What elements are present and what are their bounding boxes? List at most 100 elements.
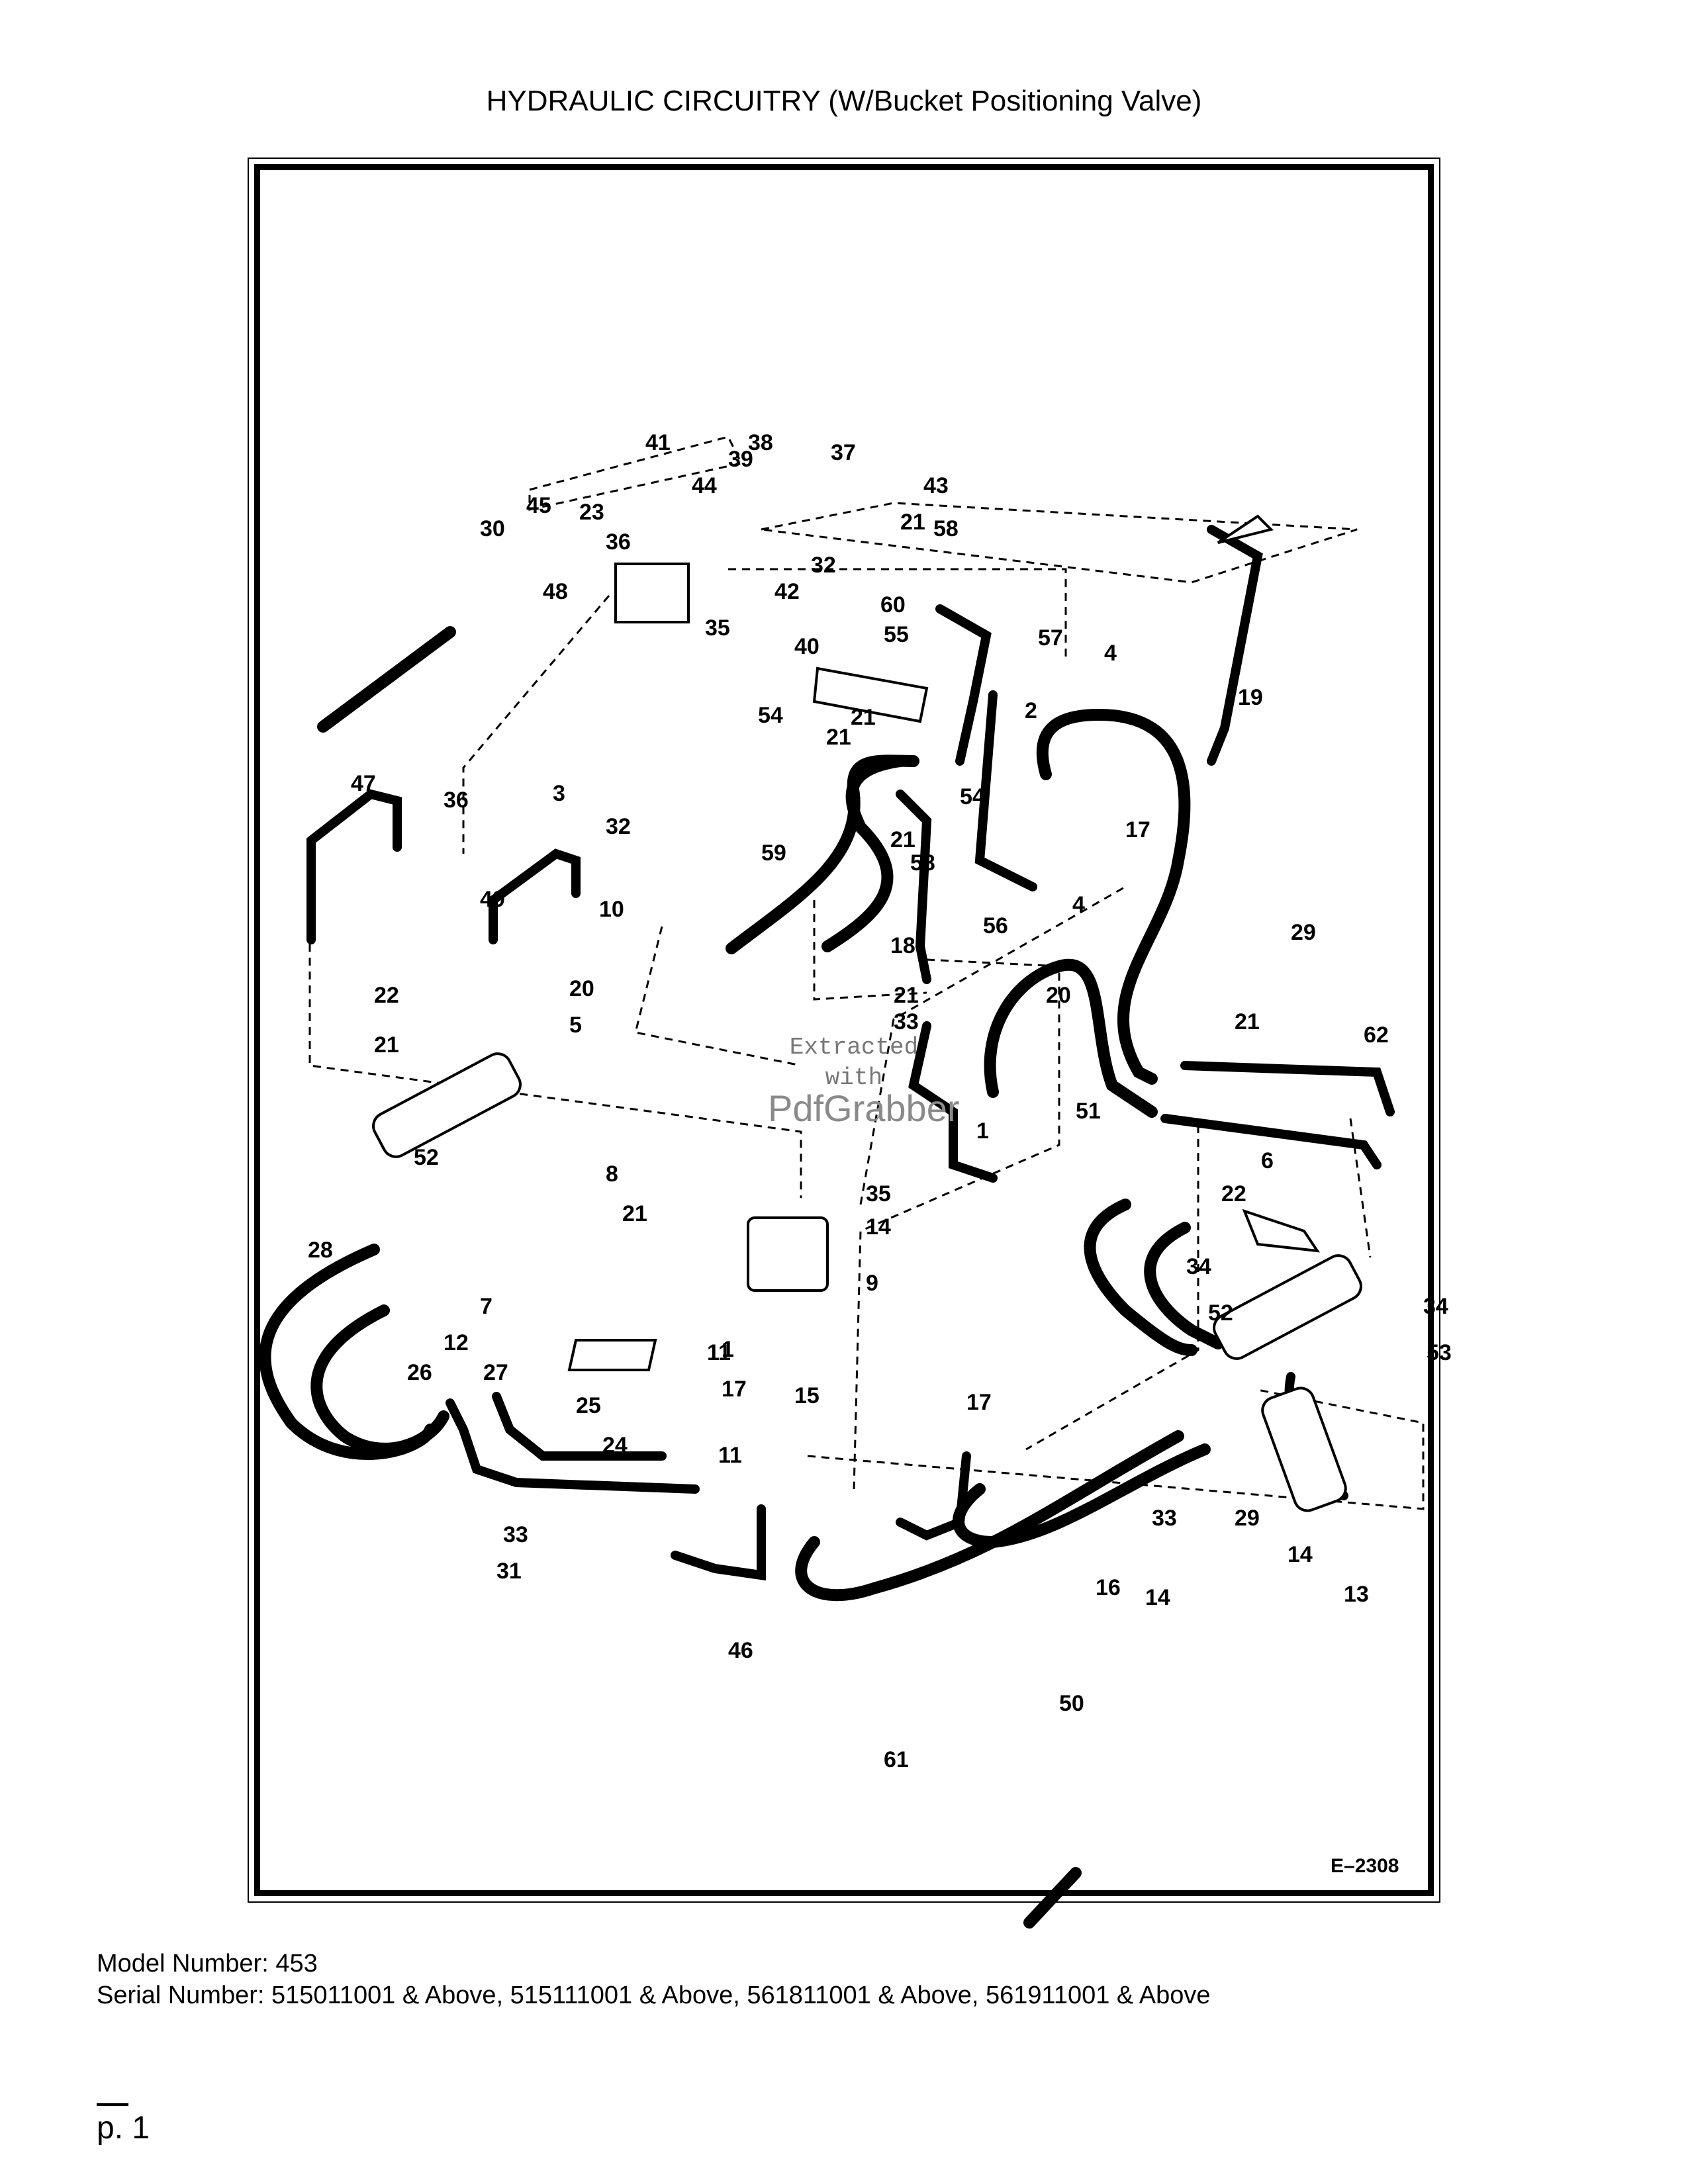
callout-34: 34 — [1423, 1294, 1448, 1319]
callout-11: 11 — [707, 1340, 731, 1365]
callout-39: 39 — [728, 447, 753, 472]
callout-27: 27 — [483, 1360, 508, 1385]
callout-3: 3 — [553, 781, 565, 806]
callout-38: 38 — [748, 430, 773, 455]
callout-35: 35 — [866, 1181, 891, 1206]
callout-36: 36 — [444, 788, 469, 813]
plate-24 — [567, 1339, 657, 1371]
figure-id: E–2308 — [1331, 1855, 1399, 1877]
clip-19 — [1217, 514, 1274, 544]
callout-17: 17 — [966, 1390, 992, 1415]
callout-22: 22 — [1221, 1181, 1246, 1206]
callout-10: 10 — [599, 897, 624, 922]
cylinder-left — [372, 1052, 522, 1158]
callout-54: 54 — [758, 703, 783, 728]
model-number: Model Number: 453 — [97, 1950, 318, 1978]
callout-58: 58 — [910, 850, 935, 876]
callout-11: 11 — [718, 1443, 742, 1468]
callout-35: 35 — [705, 615, 730, 641]
callout-1: 1 — [722, 1337, 734, 1362]
callout-21: 21 — [900, 510, 925, 535]
page-separator — [97, 2103, 128, 2106]
callout-41: 41 — [645, 430, 671, 455]
callout-19: 19 — [1238, 685, 1263, 710]
callout-34: 34 — [1186, 1254, 1211, 1279]
callout-48: 48 — [543, 579, 568, 604]
callout-33: 33 — [503, 1522, 528, 1547]
callout-59: 59 — [761, 841, 786, 866]
watermark: Extracted with PdfGrabber — [768, 1032, 960, 1129]
cylinder-13 — [1261, 1387, 1347, 1512]
callout-15: 15 — [794, 1383, 820, 1408]
callout-29: 29 — [1235, 1506, 1260, 1531]
callout-4: 4 — [1072, 892, 1085, 917]
bracket-8 — [1242, 1208, 1321, 1253]
callout-45: 45 — [526, 493, 551, 518]
callout-40: 40 — [794, 634, 820, 659]
callout-13: 13 — [1344, 1582, 1369, 1607]
watermark-brand: PdfGrabber — [768, 1087, 960, 1129]
callout-36: 36 — [606, 529, 631, 555]
callout-21: 21 — [890, 827, 915, 852]
callout-49: 49 — [480, 887, 505, 912]
callout-21: 21 — [826, 725, 851, 750]
callout-44: 44 — [692, 473, 717, 498]
callout-60: 60 — [880, 592, 906, 617]
callout-14: 14 — [866, 1214, 891, 1240]
callout-8: 8 — [606, 1161, 618, 1187]
callout-21: 21 — [1235, 1009, 1260, 1034]
callout-26: 26 — [407, 1360, 432, 1385]
serial-number: Serial Number: 515011001 & Above, 515111… — [97, 1981, 1211, 2009]
callout-33: 33 — [1152, 1506, 1177, 1531]
control-valve-28 — [747, 1216, 829, 1292]
page-title: HYDRAULIC CIRCUITRY (W/Bucket Positionin… — [486, 85, 1202, 117]
callout-56: 56 — [983, 913, 1008, 938]
hoses — [259, 626, 1224, 1929]
callout-4: 4 — [1104, 641, 1117, 666]
callout-16: 16 — [1096, 1575, 1121, 1600]
callout-1: 1 — [976, 1118, 989, 1144]
callout-33: 33 — [894, 1009, 919, 1034]
callout-57: 57 — [1038, 625, 1063, 651]
callout-17: 17 — [722, 1377, 747, 1402]
callout-17: 17 — [1125, 817, 1150, 842]
components — [372, 514, 1362, 1512]
callout-58: 58 — [933, 516, 959, 541]
callout-14: 14 — [1288, 1542, 1313, 1567]
cylinder-right — [1213, 1254, 1362, 1360]
valve-block-48 — [614, 563, 690, 623]
callout-46: 46 — [728, 1638, 753, 1663]
callout-22: 22 — [374, 983, 399, 1008]
page-number: p. 1 — [97, 2111, 150, 2146]
callout-2: 2 — [1025, 698, 1037, 723]
callout-21: 21 — [622, 1201, 647, 1226]
callout-51: 51 — [1076, 1099, 1101, 1124]
callout-28: 28 — [308, 1238, 333, 1263]
callout-14: 14 — [1145, 1585, 1170, 1610]
callout-21: 21 — [851, 705, 876, 730]
callout-12: 12 — [444, 1330, 469, 1355]
watermark-line2: with — [825, 1064, 883, 1091]
callout-55: 55 — [884, 622, 909, 647]
callout-5: 5 — [569, 1013, 582, 1038]
callout-54: 54 — [960, 784, 985, 809]
callout-18: 18 — [890, 933, 915, 958]
callout-37: 37 — [831, 440, 856, 465]
watermark-line1: Extracted — [789, 1034, 919, 1061]
callout-52: 52 — [414, 1145, 439, 1170]
callout-32: 32 — [811, 553, 836, 578]
callout-62: 62 — [1364, 1023, 1389, 1048]
callout-21: 21 — [894, 983, 919, 1008]
callout-25: 25 — [576, 1393, 601, 1418]
callout-29: 29 — [1291, 920, 1316, 945]
callout-21: 21 — [374, 1032, 399, 1058]
callout-50: 50 — [1059, 1691, 1084, 1716]
diagram-border — [254, 164, 1434, 1896]
callout-52: 52 — [1208, 1300, 1233, 1326]
callout-20: 20 — [1046, 983, 1071, 1008]
callout-31: 31 — [496, 1559, 522, 1584]
callout-61: 61 — [884, 1747, 909, 1772]
callout-23: 23 — [579, 500, 604, 525]
